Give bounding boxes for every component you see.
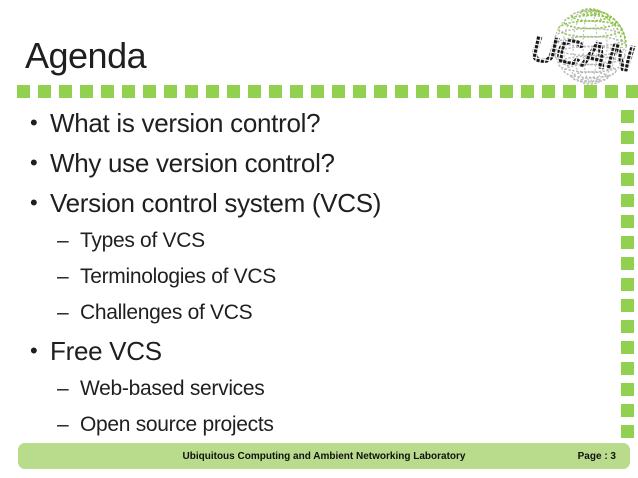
list-item: • Version control system (VCS) xyxy=(30,183,598,223)
list-item-label: Why use version control? xyxy=(50,147,335,178)
list-item-label: Web-based services xyxy=(80,377,265,400)
bullet-icon: • xyxy=(30,110,38,135)
list-item-label: What is version control? xyxy=(50,107,321,138)
list-item-label: Challenges of VCS xyxy=(80,301,253,324)
list-item: • Free VCS xyxy=(30,331,598,371)
dash-icon: – xyxy=(57,377,69,400)
list-item: – Challenges of VCS xyxy=(57,295,598,331)
slide-title: Agenda xyxy=(25,35,147,76)
bullet-icon: • xyxy=(30,338,38,363)
list-item-label: Terminologies of VCS xyxy=(80,265,276,288)
list-item: • What is version control? xyxy=(30,103,598,143)
footer-page-number: Page : 3 xyxy=(577,450,616,462)
list-item-label: Types of VCS xyxy=(80,229,205,252)
bullet-icon: • xyxy=(30,150,38,175)
ucan-lab-logo-icon: UCAN xyxy=(528,8,637,85)
list-item: – Terminologies of VCS xyxy=(57,259,598,295)
dash-icon: – xyxy=(57,413,69,436)
list-item: • Why use version control? xyxy=(30,143,598,183)
dash-icon: – xyxy=(57,301,69,324)
footer-bar: Ubiquitous Computing and Ambient Network… xyxy=(18,443,630,469)
agenda-list: • What is version control? • Why use ver… xyxy=(30,103,598,443)
dashed-separator xyxy=(17,85,638,98)
bullet-icon: • xyxy=(30,190,38,215)
list-item: – Web-based services xyxy=(57,371,598,407)
list-item-label: Free VCS xyxy=(50,335,162,366)
list-item: – Types of VCS xyxy=(57,223,598,259)
dash-icon: – xyxy=(57,265,69,288)
list-item-label: Version control system (VCS) xyxy=(50,187,382,218)
footer-lab-name: Ubiquitous Computing and Ambient Network… xyxy=(182,450,466,462)
right-dash-border xyxy=(621,110,634,438)
list-item: – Open source projects xyxy=(57,407,598,443)
dash-icon: – xyxy=(57,229,69,252)
list-item-label: Open source projects xyxy=(80,413,274,436)
